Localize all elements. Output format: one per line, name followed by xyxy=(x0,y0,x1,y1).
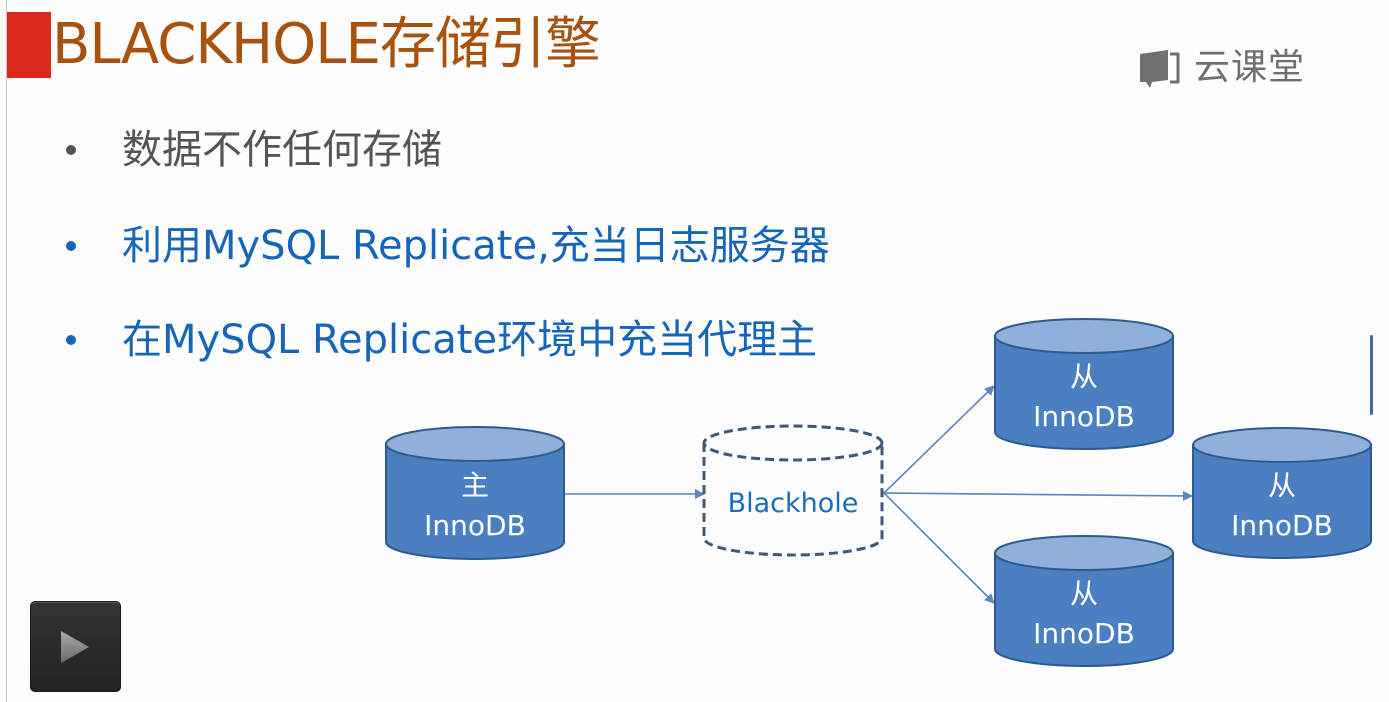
slave-role-label: 从 xyxy=(1070,577,1098,610)
slave-engine-label: InnoDB xyxy=(1231,509,1333,542)
slave-engine-label: InnoDB xyxy=(1033,400,1135,433)
blackhole-proxy-cylinder: Blackhole xyxy=(702,424,884,557)
master-db-cylinder: 主 InnoDB xyxy=(385,426,565,560)
play-button[interactable] xyxy=(30,601,121,692)
logo-text: 云课堂 xyxy=(1194,47,1306,88)
arrow-proxy-to-slave-3 xyxy=(883,492,995,604)
arrow-proxy-to-slave-2 xyxy=(883,490,1193,501)
master-role-label: 主 xyxy=(461,469,489,502)
title-accent-bar xyxy=(7,12,51,78)
bullet-text: 在MySQL Replicate环境中充当代理主 xyxy=(122,317,818,363)
slide-left-border xyxy=(6,0,7,702)
play-icon xyxy=(61,631,89,663)
slave-role-label: 从 xyxy=(1070,360,1098,393)
scrollbar-handle[interactable] xyxy=(1370,335,1373,415)
bullet-text: 利用MySQL Replicate,充当日志服务器 xyxy=(122,223,830,269)
bullet-dot-icon xyxy=(66,335,76,345)
slave-role-label: 从 xyxy=(1268,469,1296,502)
brand-logo: 云课堂 xyxy=(1138,46,1305,90)
slave-db-cylinder: 从 InnoDB xyxy=(994,318,1174,450)
book-chat-icon xyxy=(1140,50,1180,88)
master-engine-label: InnoDB xyxy=(424,509,526,542)
slave-db-cylinder: 从 InnoDB xyxy=(994,535,1174,667)
arrow-proxy-to-slave-1 xyxy=(883,385,995,494)
slave-db-cylinder: 从 InnoDB xyxy=(1192,427,1372,559)
bullet-dot-icon xyxy=(66,241,76,251)
bullet-item: 数据不作任何存储 xyxy=(60,122,442,178)
slide-title: BLACKHOLE存储引擎 xyxy=(52,12,601,77)
bullet-dot-icon xyxy=(66,145,76,155)
proxy-engine-label: Blackhole xyxy=(728,488,859,519)
bullet-text: 数据不作任何存储 xyxy=(122,127,442,173)
bullet-item: 在MySQL Replicate环境中充当代理主 xyxy=(60,312,817,368)
bullet-item: 利用MySQL Replicate,充当日志服务器 xyxy=(60,218,830,274)
slave-engine-label: InnoDB xyxy=(1033,617,1135,650)
